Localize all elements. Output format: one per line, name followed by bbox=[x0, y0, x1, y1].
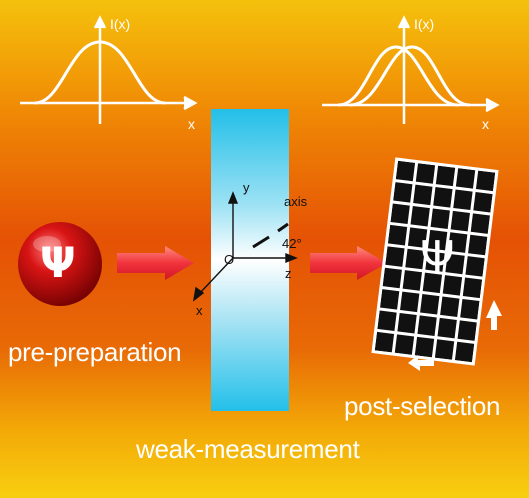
detector-pixel bbox=[442, 275, 463, 296]
detector-pixel bbox=[402, 270, 422, 291]
detector-pixel bbox=[430, 208, 450, 229]
detector-pixel bbox=[395, 160, 416, 182]
detector-arrow-left bbox=[408, 355, 434, 371]
detector-pixel bbox=[470, 213, 491, 234]
left-plot-x-arrowhead bbox=[183, 95, 198, 111]
detector-pixel bbox=[450, 210, 470, 232]
detector-pixel bbox=[415, 163, 436, 184]
detector-pixel bbox=[475, 170, 496, 192]
right-plot-x-arrowhead bbox=[485, 97, 500, 113]
detector-pixel bbox=[433, 187, 453, 208]
detector-pixel bbox=[473, 191, 493, 213]
detector-pixel bbox=[382, 267, 402, 289]
x-axis-line bbox=[198, 257, 234, 295]
detector-pixel bbox=[448, 232, 468, 253]
measurement-axis-dash-2 bbox=[277, 222, 289, 233]
detector-pixel bbox=[460, 298, 480, 320]
psi-symbol-sphere: Ψ bbox=[40, 238, 76, 287]
detector-pixel bbox=[454, 341, 475, 363]
detector-pixel bbox=[377, 310, 397, 332]
detector-pixel bbox=[400, 291, 420, 313]
psi-symbol-detector: Ψ bbox=[420, 232, 455, 283]
sphere-body bbox=[18, 222, 102, 306]
detector-pixel bbox=[453, 189, 473, 211]
right-plot-x-label: x bbox=[482, 116, 489, 132]
measurement-axis-dash-1 bbox=[252, 235, 270, 249]
detector-pixel bbox=[417, 315, 437, 336]
detector-pixel bbox=[379, 289, 400, 310]
detector-pixel bbox=[394, 334, 415, 355]
detector-pixel bbox=[374, 331, 395, 353]
detector-pixel bbox=[397, 312, 417, 334]
detector-pixel bbox=[422, 272, 443, 294]
x-axis-arrowhead bbox=[193, 286, 205, 302]
detector-pixel bbox=[435, 165, 456, 187]
y-axis-arrowhead bbox=[227, 191, 239, 204]
right-plot-y-label: I(x) bbox=[414, 16, 435, 32]
right-gaussian-curve-1 bbox=[337, 45, 459, 107]
plate-rect bbox=[211, 109, 289, 411]
z-axis-arrowhead bbox=[285, 252, 298, 264]
detector-pixel bbox=[420, 294, 440, 315]
z-axis-label: z bbox=[285, 266, 292, 281]
angle-label: 42° bbox=[282, 236, 302, 251]
arrow-to-detector bbox=[310, 246, 387, 280]
detector-pixel bbox=[407, 227, 428, 248]
detector-pixel bbox=[468, 234, 488, 256]
detector-pixel bbox=[410, 205, 430, 227]
left-plot-y-arrowhead bbox=[93, 15, 107, 29]
detector-pixel bbox=[390, 203, 410, 225]
detector-pixel bbox=[437, 317, 457, 339]
detector-pixel bbox=[455, 168, 476, 189]
detector-pixel bbox=[414, 336, 435, 358]
detector-grid bbox=[371, 157, 499, 366]
weak-measurement-label: weak-measurement bbox=[136, 434, 360, 464]
axis-label: axis bbox=[284, 194, 308, 209]
y-axis-label: y bbox=[243, 180, 250, 195]
detector-pixel bbox=[385, 246, 405, 267]
right-plot-y-arrowhead bbox=[397, 15, 411, 29]
detector-pixel bbox=[462, 277, 483, 299]
x-axis-label: x bbox=[196, 303, 203, 318]
detector-pixel bbox=[465, 256, 485, 277]
left-plot-y-label: I(x) bbox=[110, 16, 131, 32]
pre-preparation-label: pre-preparation bbox=[8, 337, 182, 367]
detector-pixel bbox=[457, 320, 477, 341]
detector-arrow-up bbox=[486, 300, 502, 330]
detector-pixel bbox=[434, 339, 455, 360]
arrow-into-plate bbox=[117, 246, 194, 280]
origin-label: O bbox=[224, 252, 235, 267]
left-plot-x-label: x bbox=[188, 116, 195, 132]
detector-pixel bbox=[413, 184, 433, 206]
detector-pixels bbox=[374, 160, 496, 363]
detector-pixel bbox=[393, 182, 413, 203]
sphere-highlight bbox=[33, 236, 61, 252]
post-selection-label: post-selection bbox=[344, 391, 501, 421]
left-gaussian-curve bbox=[34, 40, 166, 105]
detector-pixel bbox=[427, 229, 448, 251]
detector-pixel bbox=[387, 224, 408, 246]
detector-pixel bbox=[405, 248, 425, 270]
right-gaussian-curve-2 bbox=[349, 45, 471, 107]
detector-pixel bbox=[440, 296, 460, 318]
detector-pixel bbox=[445, 253, 465, 275]
detector-pixel bbox=[425, 251, 445, 272]
